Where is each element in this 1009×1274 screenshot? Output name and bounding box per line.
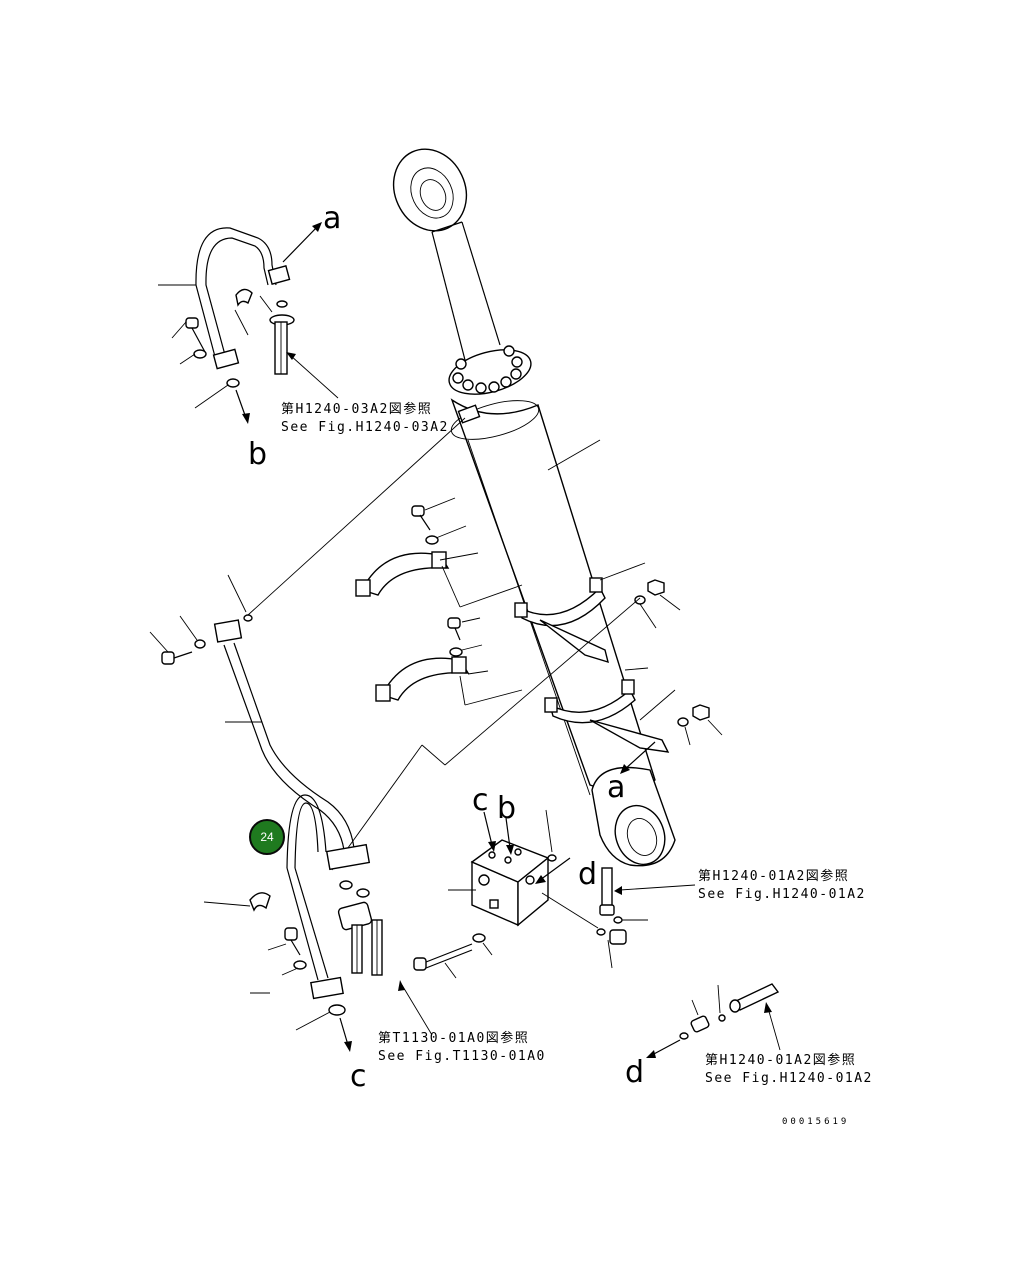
letter-b-block: b bbox=[497, 791, 516, 826]
hydraulic-cylinder bbox=[392, 148, 676, 867]
fitting-set-lower-right bbox=[646, 983, 781, 1058]
letter-b-left: b bbox=[248, 437, 267, 472]
clamp-assembly-upper bbox=[355, 497, 681, 664]
lower-tube-assembly bbox=[149, 614, 433, 1052]
letter-c-block: c bbox=[472, 783, 489, 818]
ref-h1240-01a2-jp-2: 第H1240-01A2図参照 bbox=[705, 1052, 856, 1068]
reference-labels: 第H1240-03A2図参照 See Fig.H1240-03A2 第H1240… bbox=[281, 401, 873, 1086]
gland-bolts bbox=[452, 345, 523, 394]
ref-h1240-03a2-jp: 第H1240-03A2図参照 bbox=[281, 401, 432, 417]
valve-block bbox=[413, 809, 696, 979]
upper-tube-assembly bbox=[158, 222, 339, 424]
ref-h1240-01a2-jp: 第H1240-01A2図参照 bbox=[698, 868, 849, 884]
ref-h1240-01a2-en: See Fig.H1240-01A2 bbox=[698, 887, 866, 902]
clamp-assembly-lower bbox=[375, 617, 723, 774]
letter-a-lower: a bbox=[607, 770, 625, 805]
part-callout-24[interactable]: 24 bbox=[249, 819, 285, 855]
ref-t1130-01a0-en: See Fig.T1130-01A0 bbox=[378, 1049, 546, 1064]
letter-a-top: a bbox=[323, 201, 341, 236]
letter-c-bottom: c bbox=[350, 1059, 367, 1094]
callout-number: 24 bbox=[260, 830, 274, 844]
ref-h1240-03a2-en: See Fig.H1240-03A2 bbox=[281, 420, 449, 435]
ref-t1130-01a0-jp: 第T1130-01A0図参照 bbox=[378, 1030, 529, 1046]
letter-d-bottom: d bbox=[625, 1055, 644, 1090]
connection-letters: a b a c b d c d bbox=[248, 201, 644, 1094]
letter-d-block: d bbox=[578, 857, 597, 892]
drawing-code: 00015619 bbox=[782, 1117, 849, 1127]
ref-h1240-01a2-en-2: See Fig.H1240-01A2 bbox=[705, 1071, 873, 1086]
